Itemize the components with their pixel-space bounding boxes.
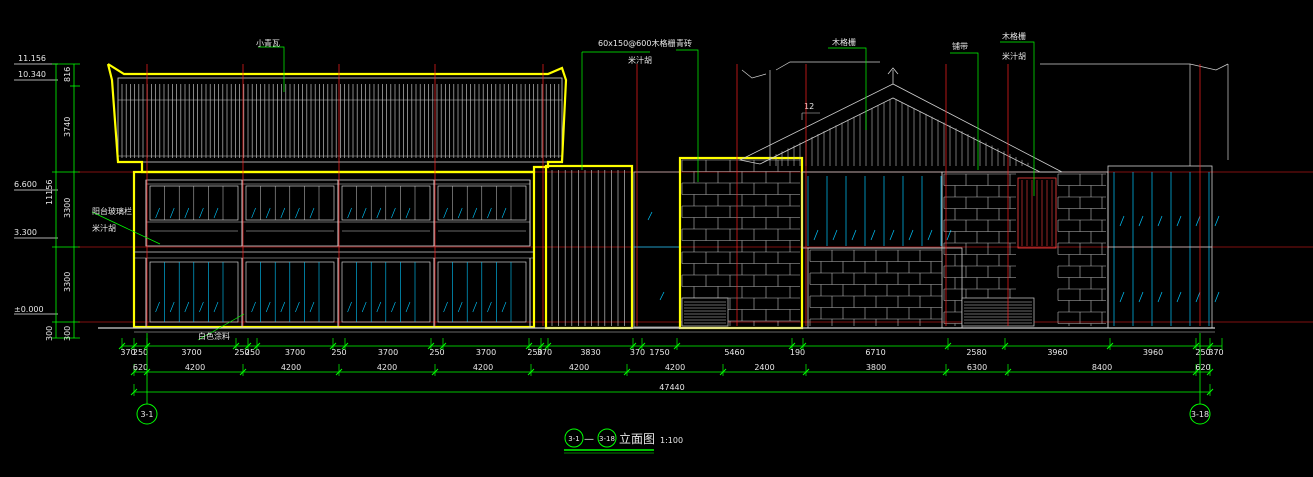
dim-row1-label: 250 bbox=[245, 348, 260, 357]
dim-row1-label: 3700 bbox=[181, 348, 201, 357]
brick-block bbox=[678, 156, 804, 330]
ground-line bbox=[98, 327, 1215, 333]
right-gable: 12 bbox=[738, 67, 1063, 173]
level-marks: 11.156 10.340 6.600 3.300 ±0.000 bbox=[14, 54, 58, 315]
dim-row1-label: 250 bbox=[1195, 348, 1210, 357]
dim-row1-label: 250 bbox=[429, 348, 444, 357]
label-white-paint: 白色涂料 bbox=[198, 331, 230, 341]
background-roofs bbox=[741, 61, 1229, 166]
label-wood-grille-1: 60x150@600木格栅 bbox=[598, 38, 675, 48]
axis-bubbles: 3-1 3-18 bbox=[136, 333, 1211, 425]
level-eave: 10.340 bbox=[18, 70, 46, 79]
dim-row1-label: 3700 bbox=[378, 348, 398, 357]
axis-lines bbox=[146, 64, 1201, 326]
dim-row1-label: 370 bbox=[1208, 348, 1223, 357]
right-facade bbox=[801, 165, 1220, 329]
slope-label: 12 bbox=[804, 102, 814, 111]
left-facade bbox=[132, 170, 536, 329]
dim-row1-label: 2580 bbox=[966, 348, 986, 357]
dim-row1-label: 3830 bbox=[580, 348, 600, 357]
dim-row1-label: 370 bbox=[120, 348, 135, 357]
vertical-dimensions bbox=[52, 63, 80, 339]
axis-bubble-right: 3-18 bbox=[1191, 410, 1209, 419]
dim-row1-label: 3960 bbox=[1047, 348, 1067, 357]
dim-row2-label: 4200 bbox=[473, 363, 493, 372]
dim-300-right: 300 bbox=[63, 326, 72, 341]
dim-3740: 3740 bbox=[63, 117, 72, 137]
dim-row2-label: 620 bbox=[1195, 363, 1210, 372]
dim-3300-lower: 3300 bbox=[63, 272, 72, 292]
label-paint-2: 米汁胡 bbox=[1002, 51, 1026, 61]
label-balcony-1: 阳台玻璃栏 bbox=[92, 206, 132, 216]
dim-row1-label: 250 bbox=[527, 348, 542, 357]
dim-3300-upper: 3300 bbox=[63, 198, 72, 218]
title-axis-end: 3-18 bbox=[599, 435, 615, 443]
dim-row2-label: 8400 bbox=[1092, 363, 1112, 372]
dim-row2-label: 4200 bbox=[185, 363, 205, 372]
dim-row2-label: 620 bbox=[133, 363, 148, 372]
dim-row1-label: 250 bbox=[234, 348, 249, 357]
label-wood-grille-2: 木格栅 bbox=[1002, 31, 1026, 41]
left-roof bbox=[106, 63, 568, 174]
dim-row2-label: 2400 bbox=[754, 363, 774, 372]
dim-row2-label: 3800 bbox=[866, 363, 886, 372]
dim-row1-label: 250 bbox=[133, 348, 148, 357]
label-wood-frame: 木格栅 bbox=[832, 37, 856, 47]
annotations bbox=[91, 41, 1035, 341]
dim-row1-label: 1750 bbox=[649, 348, 669, 357]
level-3: 6.600 bbox=[14, 180, 37, 189]
dim-row1-label: 370 bbox=[537, 348, 552, 357]
label-small-tile: 小青瓦 bbox=[256, 38, 280, 48]
dim-total: 47440 bbox=[659, 383, 684, 392]
dim-row1-label: 3960 bbox=[1143, 348, 1163, 357]
dim-row1-label: 3700 bbox=[476, 348, 496, 357]
vertical-dim-labels: 816 3740 11156 3300 3300 300 300 bbox=[45, 67, 72, 341]
dim-row1-label: 250 bbox=[331, 348, 346, 357]
title-scale: 1:100 bbox=[660, 436, 683, 445]
label-flashing: 铺带 bbox=[952, 41, 968, 51]
level-top: 11.156 bbox=[18, 54, 46, 63]
dim-row2-label: 4200 bbox=[377, 363, 397, 372]
dim-row2-label: 4200 bbox=[569, 363, 589, 372]
dim-row1-label: 370 bbox=[630, 348, 645, 357]
title-text: 立面图 bbox=[619, 431, 655, 446]
dim-row2-label: 6300 bbox=[967, 363, 987, 372]
label-paint-1: 米汁胡 bbox=[628, 55, 652, 65]
title-axis-start: 3-1 bbox=[568, 435, 579, 443]
dim-row1-label: 6710 bbox=[865, 348, 885, 357]
axis-bubble-left: 3-1 bbox=[140, 410, 153, 419]
middle-glazing bbox=[633, 171, 681, 328]
dim-row1-label: 3700 bbox=[285, 348, 305, 357]
title-dash: — bbox=[584, 434, 594, 445]
dim-816: 816 bbox=[63, 67, 72, 82]
annotation-labels: 小青瓦 60x150@600木格栅 米汁胡 青砖 木格栅 铺带 木格栅 米汁胡 … bbox=[92, 31, 1026, 341]
level-2: 3.300 bbox=[14, 228, 37, 237]
drawing-title: 3-1 — 3-18 立面图 1:100 bbox=[564, 428, 683, 454]
dim-11156: 11156 bbox=[45, 180, 54, 205]
level-ground: ±0.000 bbox=[14, 305, 44, 314]
dim-row1-label: 5460 bbox=[724, 348, 744, 357]
label-green-brick: 青砖 bbox=[676, 38, 692, 48]
label-balcony-2: 米汁胡 bbox=[92, 223, 116, 233]
dim-300-left: 300 bbox=[45, 326, 54, 341]
dim-row1-label: 190 bbox=[790, 348, 805, 357]
dim-row2-label: 4200 bbox=[665, 363, 685, 372]
dim-row2-label: 4200 bbox=[281, 363, 301, 372]
